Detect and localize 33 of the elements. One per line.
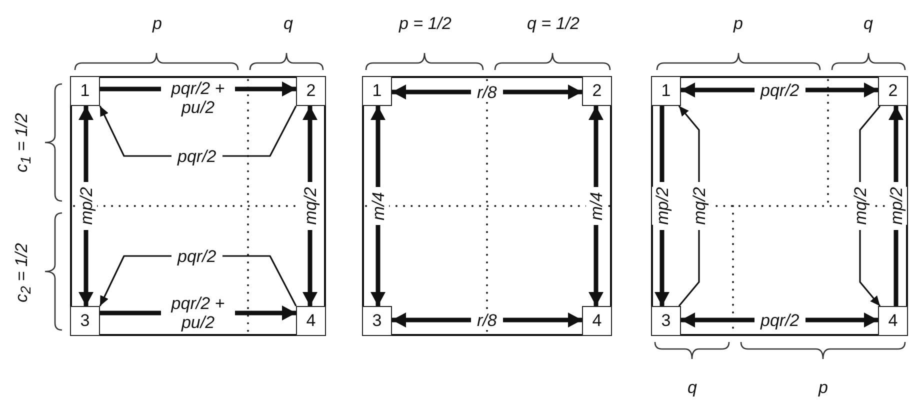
arrow [78, 104, 94, 308]
arrow [370, 104, 386, 308]
state-box: 4 [296, 306, 326, 336]
state-box: 2 [296, 76, 326, 106]
edge-label: mq/2 [300, 187, 320, 225]
edge-label: pqr/2 [176, 246, 218, 266]
state-box: 2 [582, 76, 612, 106]
state-box: 2 [878, 76, 908, 106]
arrow [588, 104, 604, 308]
arrow [888, 104, 904, 308]
edge-label: pqr/2 [760, 310, 800, 330]
state-box: 1 [651, 76, 681, 106]
arrow [99, 105, 297, 157]
state-box: 3 [651, 306, 681, 336]
state-box: 4 [878, 306, 908, 336]
arrow [678, 105, 700, 307]
arrow [99, 255, 297, 307]
state-box: 4 [582, 306, 612, 336]
brace-label: q = 1/2 [527, 14, 580, 34]
arrow [302, 104, 318, 308]
state-box: 3 [362, 306, 392, 336]
edge-label: mq/2 [850, 187, 870, 225]
state-box: 1 [362, 76, 392, 106]
edge-label: pqr/2 [760, 80, 800, 100]
edge-label: pqr/2 [176, 146, 218, 166]
arrow [654, 104, 670, 308]
state-box: 1 [70, 76, 100, 106]
edge-label: r/8 [476, 310, 498, 330]
brace-label: p = 1/2 [399, 14, 452, 34]
edge-label: mp/2 [652, 187, 672, 225]
arrow [859, 105, 881, 307]
state-box: 3 [70, 306, 100, 336]
edge-label: r/8 [476, 82, 498, 102]
